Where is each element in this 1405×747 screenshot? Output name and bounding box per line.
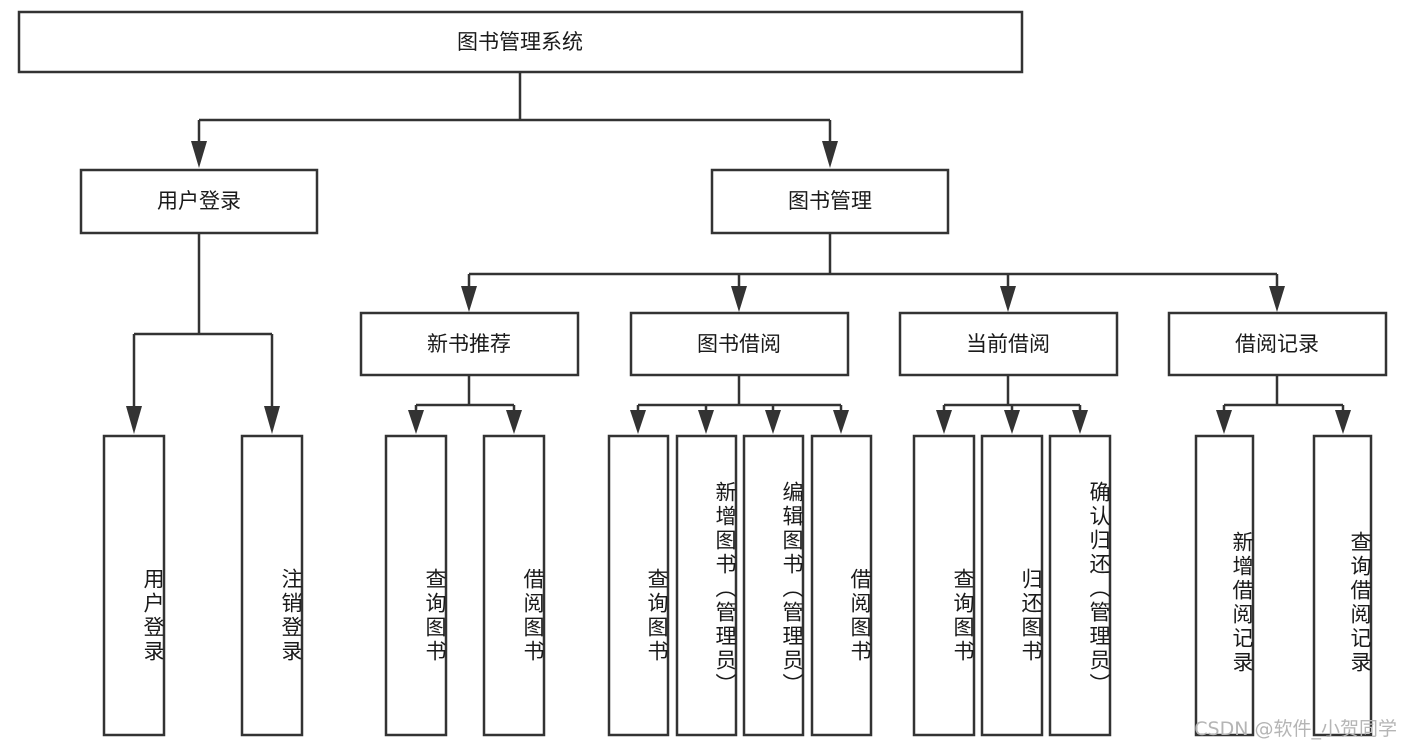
arrow-head-new-book-rec <box>461 286 477 312</box>
node-leaf-query-book-2[interactable] <box>607 434 670 737</box>
arrow-head-leaf-query-record <box>1335 410 1351 434</box>
node-user-login[interactable] <box>79 168 319 235</box>
leaf-label-add-record: 新增借阅记录 <box>1230 530 1254 675</box>
node-leaf-query-book-1[interactable] <box>384 434 448 737</box>
leaf-label-borrow-book-1: 借阅图书 <box>521 568 545 664</box>
node-leaf-return-book[interactable] <box>980 434 1044 737</box>
arrow-head-leaf-add-book <box>698 410 714 434</box>
arrow-head-book-manage <box>822 141 838 168</box>
node-book-manage[interactable] <box>710 168 950 235</box>
node-book-manage-label: 图书管理 <box>788 189 872 213</box>
node-root-label: 图书管理系统 <box>457 30 583 54</box>
node-leaf-user-login[interactable] <box>102 434 166 737</box>
leaf-label-add-book: 新增图书（管理员） <box>713 480 737 697</box>
arrow-head-leaf-user-login <box>126 406 142 434</box>
arrow-head-leaf-query-book-2 <box>630 410 646 434</box>
node-leaf-borrow-book-1[interactable] <box>482 434 546 737</box>
node-new-book-rec-label: 新书推荐 <box>427 332 511 356</box>
node-current-borrow-label: 当前借阅 <box>966 332 1050 356</box>
arrow-head-leaf-return-book <box>1004 410 1020 434</box>
arrow-head-leaf-query-book-1 <box>408 410 424 434</box>
leaf-label-confirm-return: 确认归还（管理员） <box>1087 480 1111 697</box>
arrow-head-user-login <box>191 141 207 168</box>
node-leaf-add-record[interactable] <box>1194 434 1255 737</box>
node-borrow-record-label: 借阅记录 <box>1235 332 1319 356</box>
node-leaf-borrow-book-2[interactable] <box>810 434 873 737</box>
arrow-head-leaf-query-book-3 <box>936 410 952 434</box>
leaf-label-edit-book: 编辑图书（管理员） <box>780 480 804 697</box>
arrow-head-leaf-add-record <box>1216 410 1232 434</box>
node-current-borrow[interactable] <box>898 311 1119 377</box>
arrow-head-book-borrow <box>731 286 747 312</box>
edge-layer <box>126 72 1351 434</box>
arrow-head-leaf-borrow-book-2 <box>833 410 849 434</box>
arrow-head-leaf-borrow-book-1 <box>506 410 522 434</box>
leaf-label-query-record: 查询借阅记录 <box>1348 530 1372 675</box>
node-user-login-label: 用户登录 <box>157 189 241 213</box>
leaf-label-query-book-3: 查询图书 <box>951 568 975 664</box>
arrow-head-borrow-record <box>1269 286 1285 312</box>
node-leaf-confirm-return[interactable] <box>1048 434 1112 737</box>
node-leaf-query-record[interactable] <box>1312 434 1373 737</box>
node-leaf-logout-login[interactable] <box>240 434 304 737</box>
arrow-head-leaf-confirm-return <box>1072 410 1088 434</box>
leaf-label-query-book-2: 查询图书 <box>645 568 669 664</box>
node-leaf-edit-book[interactable] <box>742 434 805 737</box>
node-borrow-record[interactable] <box>1167 311 1388 377</box>
node-book-borrow-label: 图书借阅 <box>697 332 781 356</box>
node-new-book-rec[interactable] <box>359 311 580 377</box>
leaf-label-return-book: 归还图书 <box>1019 568 1043 664</box>
node-layer: 图书管理系统 用户登录 图书管理 新书推荐 图书借阅 当前借阅 借阅记录 <box>17 10 1388 737</box>
node-leaf-query-book-3[interactable] <box>912 434 976 737</box>
arrow-head-leaf-logout-login <box>264 406 280 434</box>
csdn-watermark: CSDN @软件_小贺同学 <box>1194 718 1397 740</box>
arrow-head-leaf-edit-book <box>765 410 781 434</box>
arrow-head-current-borrow <box>1000 286 1016 312</box>
leaf-label-query-book-1: 查询图书 <box>423 568 447 664</box>
leaf-label-user-login: 用户登录 <box>141 568 165 664</box>
node-leaf-add-book[interactable] <box>675 434 738 737</box>
leaf-label-borrow-book-2: 借阅图书 <box>848 568 872 664</box>
leaf-label-logout-login: 注销登录 <box>279 568 303 664</box>
node-root[interactable] <box>17 10 1024 74</box>
node-book-borrow[interactable] <box>629 311 850 377</box>
